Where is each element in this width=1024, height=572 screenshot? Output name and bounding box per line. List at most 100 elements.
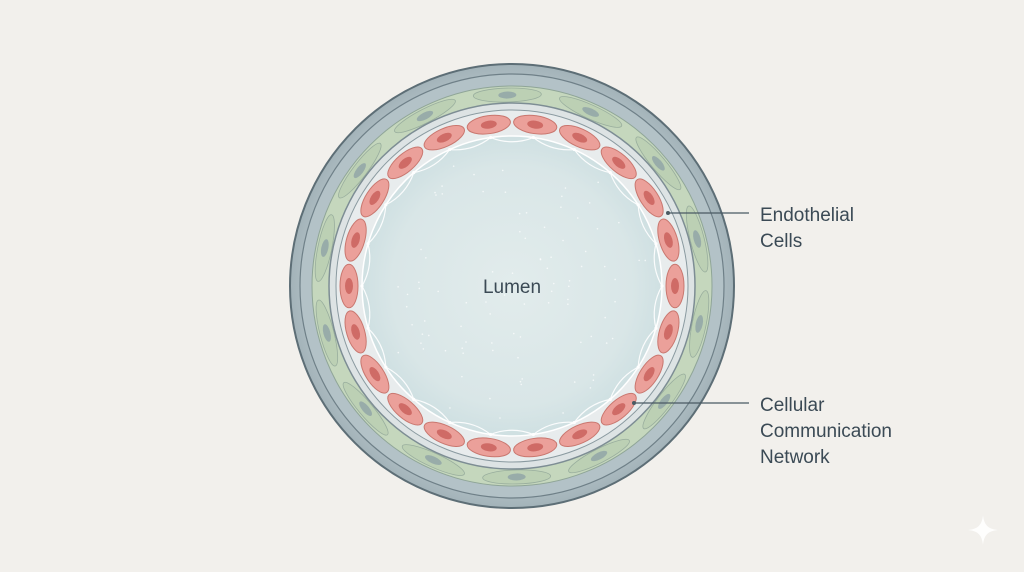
endothelial-cell (559, 421, 601, 447)
lumen-speckle (519, 336, 522, 338)
lumen-speckle (405, 305, 408, 308)
lumen-speckle (523, 303, 526, 305)
endothelial-cell (665, 263, 685, 309)
endothelial-cell (344, 218, 367, 262)
endothelial-cell (423, 421, 465, 447)
communication-label-line-1: Cellular (760, 395, 825, 416)
smooth-muscle-cell (338, 142, 382, 199)
endothelial-nucleus (643, 367, 655, 382)
lumen-speckle (461, 347, 464, 349)
endothelial-nucleus (398, 156, 412, 169)
lumen-speckle (519, 230, 521, 233)
smooth-muscle-nucleus (693, 230, 702, 248)
cellular-communication-arcs (360, 135, 664, 437)
signal-arc (573, 398, 611, 423)
smooth-muscle-nucleus (353, 163, 366, 179)
smooth-muscle-nucleus (322, 324, 331, 342)
lumen-speckle (604, 316, 606, 319)
lumen-speckle (427, 334, 430, 337)
signal-arc (413, 398, 451, 423)
lumen-speckle (539, 258, 542, 261)
endothelial-nucleus (369, 367, 381, 382)
signal-arc (367, 327, 387, 368)
signal-arc (367, 204, 387, 245)
lumen-speckle (462, 352, 464, 354)
lumen-speckle (592, 374, 595, 376)
signal-arc (361, 243, 371, 287)
lumen-speckle (501, 169, 504, 172)
sparkle-icon (968, 515, 998, 545)
endothelial-cell (600, 146, 637, 180)
lumen-speckle (473, 173, 475, 176)
endothelial-label-line-2: Cells (760, 231, 802, 252)
lumen-speckle (423, 320, 426, 322)
endothelial-cell (513, 437, 558, 458)
lumen-speckle (418, 281, 420, 284)
lumen-speckle (449, 407, 451, 409)
endothelial-cell-ring (339, 114, 685, 458)
lumen-speckle (552, 282, 555, 285)
lumen-speckle (567, 303, 569, 305)
smooth-muscle-cell (482, 469, 552, 485)
endothelial-cell (600, 392, 637, 426)
lumen-speckle (418, 287, 421, 290)
smooth-muscle-cell (314, 214, 335, 282)
lumen-label: Lumen (483, 277, 541, 298)
smooth-muscle-cells (314, 87, 710, 485)
lumen-speckle (518, 212, 521, 215)
smooth-muscle-nucleus (359, 401, 372, 416)
lumen-speckle (596, 227, 599, 230)
lumen-speckle (567, 285, 570, 288)
lumen-speckle (562, 239, 564, 242)
lumen-speckle (588, 202, 591, 204)
signal-arc (361, 285, 371, 329)
lumen-speckle (482, 190, 484, 193)
lumen-speckle (605, 342, 608, 344)
signal-arc (653, 285, 663, 329)
signal-arc (609, 366, 639, 400)
endothelial-cell (634, 354, 664, 394)
lumen-speckle (406, 293, 409, 296)
communication-label-line-3: Network (760, 447, 830, 468)
lumen-speckle (499, 417, 501, 419)
lumen-speckle (573, 381, 576, 383)
signal-arc (532, 137, 575, 151)
smooth-muscle-nucleus (416, 110, 434, 122)
lumen-speckle (420, 248, 422, 251)
lumen-speckle (614, 278, 616, 281)
lumen-speckle (550, 290, 553, 293)
endothelial-cell (387, 146, 424, 180)
lumen-speckle (562, 412, 564, 414)
signal-arc (385, 172, 415, 206)
endothelial-cell (339, 263, 359, 309)
signal-arc (653, 243, 663, 287)
endothelial-nucleus (527, 443, 544, 452)
lumen-speckle (560, 206, 562, 209)
lumen-speckle (421, 333, 424, 335)
signal-arc (385, 366, 415, 400)
smooth-muscle-cell (568, 438, 630, 474)
smooth-muscle-cell (685, 205, 709, 273)
lumen-speckle (524, 237, 527, 240)
endothelial-nucleus (398, 403, 412, 416)
lumen-speckle (512, 332, 515, 335)
lumen-speckle (491, 342, 493, 344)
smooth-muscle-nucleus (498, 91, 517, 99)
endothelial-nucleus (572, 429, 588, 440)
lumen-speckle (517, 356, 519, 359)
smooth-muscle-cell (472, 87, 542, 103)
lumen-speckle (397, 286, 399, 288)
smooth-muscle-cell (394, 98, 456, 134)
lumen-speckle (584, 250, 587, 253)
endothelial-nucleus (643, 190, 655, 205)
smooth-muscle-nucleus (320, 239, 329, 257)
lumen-speckle (589, 387, 592, 389)
signal-node (660, 284, 664, 288)
signal-arc (532, 421, 575, 435)
lumen-speckle (460, 325, 462, 328)
lumen-speckle (520, 383, 523, 386)
endothelial-nucleus (351, 324, 361, 340)
smooth-muscle-nucleus (507, 473, 526, 481)
lumen-speckle (492, 349, 494, 352)
